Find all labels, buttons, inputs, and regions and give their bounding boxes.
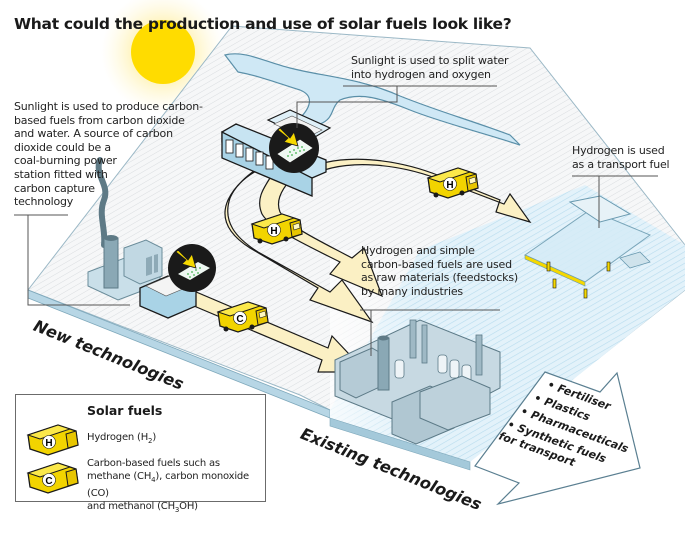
legend-c-letter: C — [45, 476, 52, 487]
legend-text: Hydrogen (H — [87, 432, 149, 443]
river — [223, 53, 521, 146]
legend-carbon-label: Carbon-based fuels such as methane (CH4)… — [87, 457, 265, 517]
callout-line: station fitted with — [14, 167, 108, 181]
callout-line: as raw materials (feedstocks) — [361, 271, 518, 285]
legend-title: Solar fuels — [87, 403, 163, 418]
callout-line: Hydrogen is used — [572, 144, 665, 157]
callout-line: carbon-based fuels are used — [361, 257, 512, 271]
callout-line: technology — [14, 195, 74, 209]
callout-split-water: Sunlight is used to split water into hyd… — [351, 54, 509, 81]
legend-text: and methanol (CH — [87, 501, 175, 512]
callout-line: into hydrogen and oxygen — [351, 67, 491, 81]
water-splitting-plant — [221, 109, 332, 197]
callout-carbon-fuels: Sunlight is used to produce carbon- base… — [14, 100, 203, 209]
callout-line: by many industries — [361, 284, 463, 298]
uses-arrow — [474, 371, 641, 506]
legend-subscript: 3 — [174, 506, 180, 514]
tanker-h-middle-letter: H — [270, 226, 277, 237]
legend-text: OH) — [179, 501, 198, 512]
callout-line: carbon capture — [14, 181, 95, 195]
legend: Solar fuels H Hydrogen (H2) C Carbon-bas… — [15, 394, 266, 514]
callout-line: Sunlight is used to split water — [351, 54, 509, 67]
legend-subscript: 4 — [151, 476, 156, 484]
legend-subscript: 2 — [148, 437, 153, 445]
callout-line: based fuels from carbon dioxide — [14, 113, 185, 127]
legend-text: methane (CH — [87, 471, 152, 482]
legend-text: ), carbon monoxide (CO) — [87, 471, 250, 499]
callout-transport-fuel: Hydrogen is used as a transport fuel — [572, 144, 670, 171]
industry-plant — [334, 319, 501, 445]
callout-feedstocks: Hydrogen and simple carbon-based fuels a… — [361, 244, 518, 298]
callout-line: dioxide could be a — [14, 140, 111, 154]
tanker-c-letter: C — [236, 314, 243, 325]
legend-text: Carbon-based fuels such as — [87, 458, 220, 469]
callout-line: coal-burning power — [14, 154, 117, 168]
carbon-tanker-icon: C — [26, 462, 79, 494]
callout-line: as a transport fuel — [572, 157, 670, 171]
hydrogen-tanker-icon: H — [26, 424, 79, 456]
tanker-h-top-letter: H — [446, 180, 453, 191]
legend-text: ) — [152, 432, 157, 443]
page-title: What could the production and use of sol… — [14, 15, 512, 33]
legend-h-letter: H — [45, 438, 52, 449]
callout-line: and water. A source of carbon — [14, 127, 173, 141]
legend-hydrogen-label: Hydrogen (H2) — [87, 431, 156, 448]
callout-line: Hydrogen and simple — [361, 244, 475, 257]
leader-lines — [14, 85, 658, 356]
hydrogen-fuel-station — [523, 195, 652, 299]
carbon-fuel-plant — [139, 244, 216, 319]
callout-line: Sunlight is used to produce carbon- — [14, 100, 203, 113]
